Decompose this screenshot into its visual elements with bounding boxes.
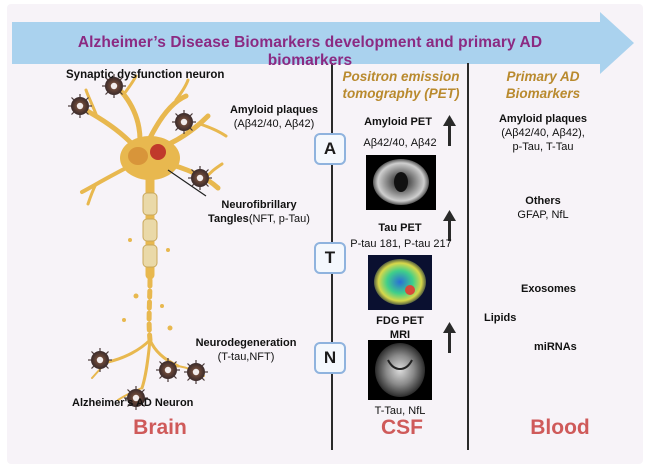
pet-scan-icon [368,255,432,310]
mirnas-label: miRNAs [534,341,577,353]
blood-header-line2: Biomarkers [505,86,581,101]
tau-pet-title: Tau PET [378,222,422,234]
blood-others-detail: GFAP, NfL [517,209,569,221]
up-arrow-icon [443,322,456,353]
letter-t-badge: T [314,242,346,274]
letter-n-badge: N [314,342,346,374]
fdg-pet-title: FDG PET MRI [360,314,440,342]
blood-amyloid-label: Amyloid plaques (Aβ42/40, Aβ42), p-Tau, … [478,112,608,154]
blood-others-label: Others GFAP, NfL [478,194,608,222]
blood-header-line1: Primary AD [506,69,580,84]
nft-label: Neurofibrillary Tangles(NFT, p-Tau) [198,198,320,226]
fdg-pet-line2: MRI [389,329,411,341]
csf-header-line1: Positron emission [342,69,460,84]
nft-title: Neurofibrillary [221,199,297,211]
amyloid-pet-detail: Aβ42/40, Aβ42 [363,137,437,149]
blood-amyloid-title: Amyloid plaques [498,113,588,125]
fdg-pet-line1: FDG PET [376,315,424,327]
blood-header: Primary AD Biomarkers [478,68,608,102]
nft-title2: Tangles [208,213,249,225]
banner-title: Alzheimer’s Disease Biomarkers developme… [77,34,543,69]
neurodegeneration-title: Neurodegeneration [195,337,297,349]
up-arrow-icon [443,115,456,146]
n-detail: T-Tau, NfL [374,405,426,417]
brain-footer: Brain [133,416,187,439]
amyloid-plaques-detail: (Aβ42/40, Aβ42) [233,118,315,130]
blood-footer: Blood [530,416,590,439]
exosomes-label: Exosomes [521,283,577,295]
amyloid-plaques-title: Amyloid plaques [229,104,319,116]
blood-amyloid-line2: (Aβ42/40, Aβ42), [501,127,585,139]
blood-amyloid-line3: p-Tau, T-Tau [512,141,574,153]
csf-header-line2: tomography (PET) [342,86,460,101]
ad-neuron-label: Alzheimer's AD Neuron [72,397,194,409]
letter-a-badge: A [314,133,346,165]
amyloid-pet-title: Amyloid PET [364,116,432,128]
up-arrow-icon [443,210,456,241]
nft-pointer [167,169,207,197]
neurodegeneration-label: Neurodegeneration (T-tau,NFT) [176,336,316,364]
pet-scan-icon [366,155,436,210]
lipids-label: Lipids [484,312,517,324]
mri-scan-icon [368,340,432,400]
nft-detail: (NFT, p-Tau) [248,213,310,225]
neuron-soma [120,136,180,180]
blood-others-title: Others [525,195,561,207]
csf-footer: CSF [381,416,423,439]
banner-arrow [12,12,634,74]
tau-pet-detail: P-tau 181, P-tau 217 [350,238,452,250]
neurodegeneration-detail: (T-tau,NFT) [217,351,275,363]
csf-header: Positron emission tomography (PET) [336,68,466,102]
amyloid-plaques-label: Amyloid plaques (Aβ42/40, Aβ42) [214,103,334,131]
synaptic-dysfunction-label: Synaptic dysfunction neuron [66,69,225,81]
